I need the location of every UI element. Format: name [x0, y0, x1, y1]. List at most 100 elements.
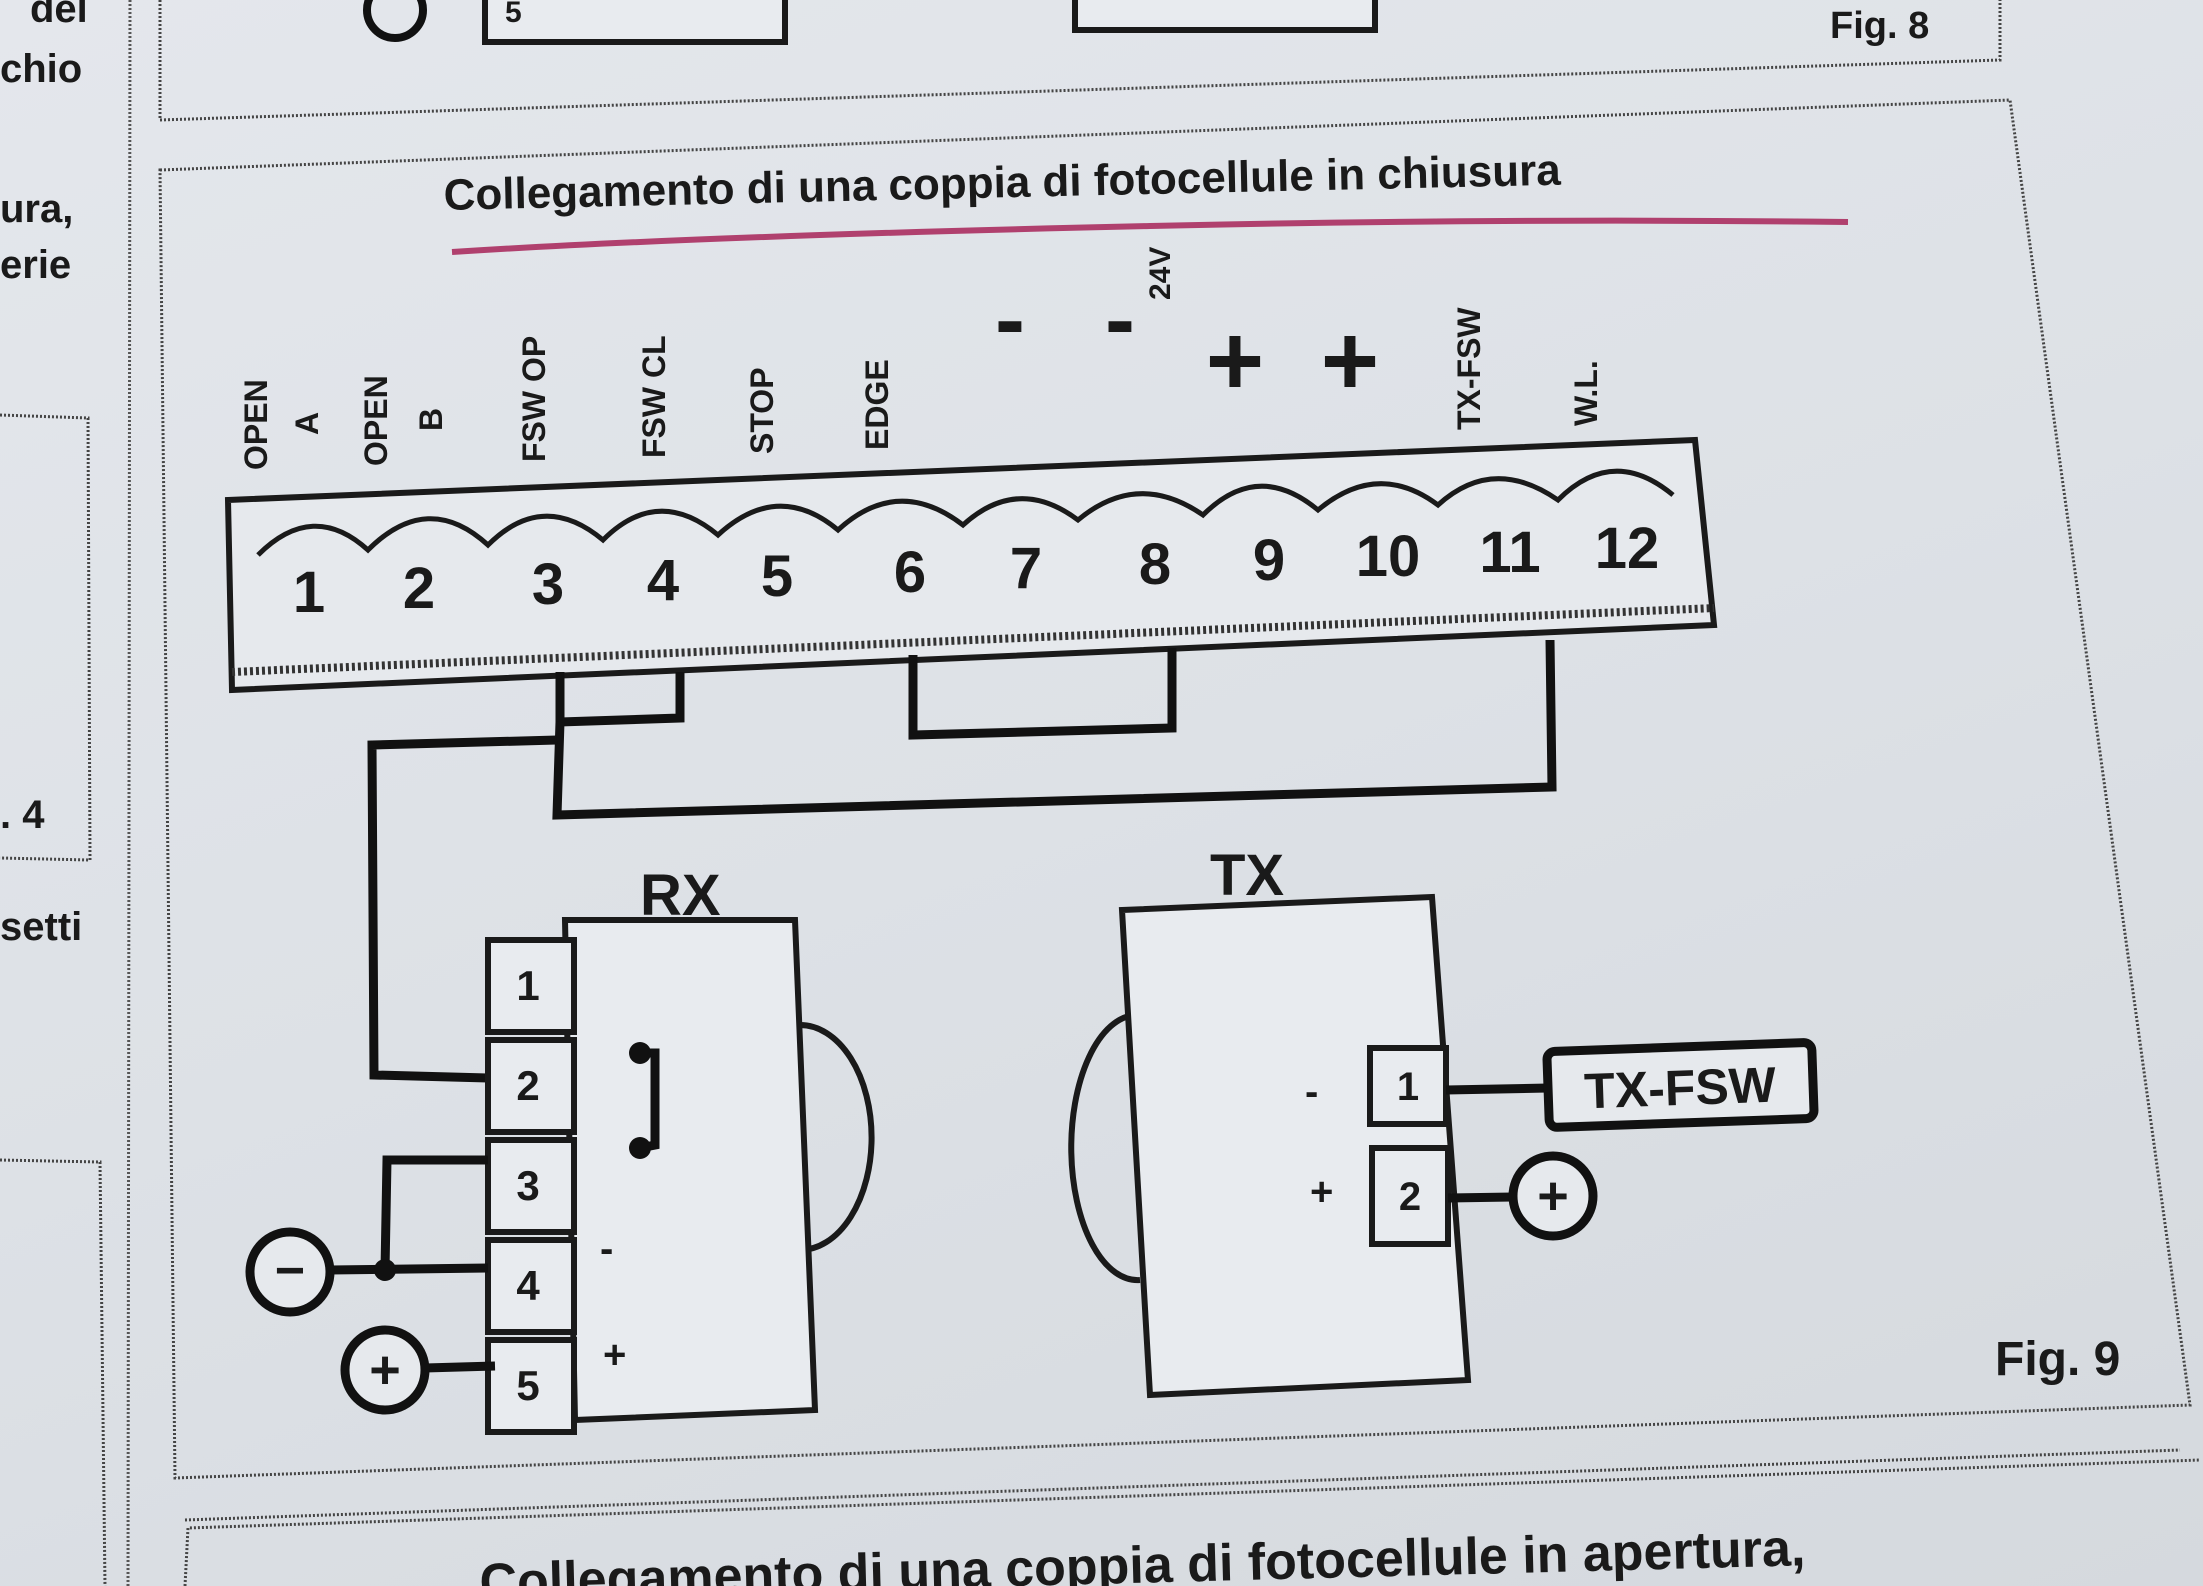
terminal-label: FSW CL — [636, 335, 672, 458]
terminal-number: 7 — [1010, 536, 1042, 601]
tx-fsw-tag — [1542, 1038, 1819, 1132]
tx-fsw-label: TX-FSW — [1583, 1057, 1777, 1120]
wire-bridge-6-8 — [908, 648, 1177, 740]
rx-terminal-number: 5 — [516, 1362, 539, 1409]
minus-circle-icon — [245, 1227, 335, 1317]
terminal-label: + — [1206, 305, 1264, 417]
minus-symbol: − — [275, 1242, 305, 1300]
plus-circle-icon — [1508, 1151, 1598, 1241]
wire-bridge-3-4 — [555, 672, 685, 727]
diagram-title: Collegamento di una coppia di fotocellul… — [443, 146, 1562, 220]
terminal-number: 4 — [647, 548, 679, 613]
terminal-label: OPEN — [238, 379, 274, 470]
next-section-title: Collegamento di una coppia di fotocellul… — [479, 1519, 1806, 1586]
rx-terminal — [485, 1037, 577, 1135]
fig8-fragment: 5 Fig. 8 — [158, 0, 2002, 122]
fig8-terminal — [482, 0, 788, 45]
margin-frame — [0, 413, 92, 862]
divider — [126, 0, 132, 1586]
terminal-number: 5 — [761, 544, 793, 609]
terminal-number: 3 — [532, 552, 564, 617]
plus-symbol: + — [369, 1340, 401, 1400]
rx-terminal — [485, 1237, 577, 1335]
terminal-label-sub: B — [413, 408, 449, 431]
tx-terminal-1 — [1367, 1045, 1449, 1127]
terminal-label: FSW OP — [516, 336, 552, 462]
tx-minus-sign: - — [1305, 1070, 1318, 1114]
junction-dot — [374, 1259, 396, 1281]
terminal-number: 6 — [894, 540, 926, 605]
wiring — [367, 639, 1557, 1083]
tx-terminal-number: 1 — [1397, 1065, 1419, 1109]
terminal-label: EDGE — [859, 359, 895, 450]
fig8-terminal-number: 5 — [505, 0, 522, 29]
jumper-dot — [629, 1042, 651, 1064]
plus-symbol: + — [1537, 1166, 1569, 1226]
terminal-label: OPEN — [358, 375, 394, 466]
rx-plus-sign: + — [603, 1333, 626, 1377]
terminal-number: 11 — [1479, 520, 1540, 585]
terminal-label: - — [995, 270, 1025, 370]
wire-rx-4-minus — [329, 1263, 489, 1275]
rx-terminal-number: 3 — [516, 1162, 539, 1209]
section-divider — [184, 1448, 2181, 1522]
terminal-screws — [256, 468, 1675, 557]
rx-terminal-number: 2 — [516, 1062, 539, 1109]
tx-terminal-number: 2 — [1399, 1175, 1421, 1219]
terminal-number: 1 — [293, 560, 325, 625]
terminal-number: 12 — [1595, 516, 1660, 581]
terminal-label: + — [1321, 305, 1379, 417]
wire-tx-1 — [1445, 1083, 1549, 1095]
rx-terminal-number: 1 — [516, 962, 539, 1009]
tx-lens — [1068, 1012, 1141, 1284]
title-underline — [451, 217, 1849, 255]
fig8-box — [1072, 0, 1378, 33]
plus-circle-icon — [340, 1325, 430, 1415]
margin-text: del — [30, 0, 88, 31]
wire-rx-3 — [380, 1155, 488, 1271]
fig8-frame — [158, 0, 2002, 122]
tx-plus-sign: + — [1310, 1170, 1333, 1214]
wire-to-rx-2 — [367, 735, 558, 1083]
fig9-frame — [158, 98, 2192, 1480]
jumper-dot — [629, 1137, 651, 1159]
margin-frame — [0, 1158, 107, 1586]
margin-text: chio — [0, 47, 82, 91]
terminal-number: 2 — [403, 556, 435, 621]
tx-label: TX — [1210, 843, 1284, 908]
margin-text: ura, — [0, 187, 73, 231]
rx-terminal — [485, 1337, 577, 1435]
terminal-label: - — [1105, 270, 1135, 370]
fig8-label: Fig. 8 — [1830, 5, 1929, 47]
wire-tx-2 — [1447, 1192, 1514, 1203]
rx-minus-sign: - — [600, 1227, 613, 1271]
plus-circle-icon — [363, 0, 427, 42]
terminal-block-edge — [231, 604, 1715, 676]
terminal-label-sub: A — [289, 412, 325, 435]
terminal-label: STOP — [744, 367, 780, 454]
terminal-label: TX-FSW — [1451, 307, 1487, 430]
terminal-number: 9 — [1253, 528, 1285, 593]
tx-unit: TX 1 2 - + TX-FSW + — [1068, 843, 1819, 1399]
figure-label: Fig. 9 — [1995, 1333, 2120, 1386]
rx-terminal-number: 4 — [516, 1262, 540, 1309]
terminal-number: 10 — [1356, 524, 1421, 589]
tx-body — [1118, 893, 1472, 1399]
wire-to-terminal-11 — [552, 639, 1557, 820]
left-margin-text: del chio ura, erie . 4 setti — [0, 0, 132, 1586]
terminal-label-24v: 24V — [1144, 247, 1177, 300]
rx-lens — [799, 1022, 875, 1253]
terminal-number: 8 — [1139, 532, 1171, 597]
wire-rx-5-plus — [424, 1361, 496, 1373]
tx-terminal-2 — [1369, 1145, 1451, 1247]
terminal-label: W.L. — [1568, 360, 1604, 426]
margin-text: erie — [0, 243, 71, 287]
margin-text: setti — [0, 905, 82, 949]
rx-terminal — [485, 937, 577, 1035]
next-section-frame — [183, 1458, 2201, 1586]
margin-text: . 4 — [0, 793, 45, 837]
